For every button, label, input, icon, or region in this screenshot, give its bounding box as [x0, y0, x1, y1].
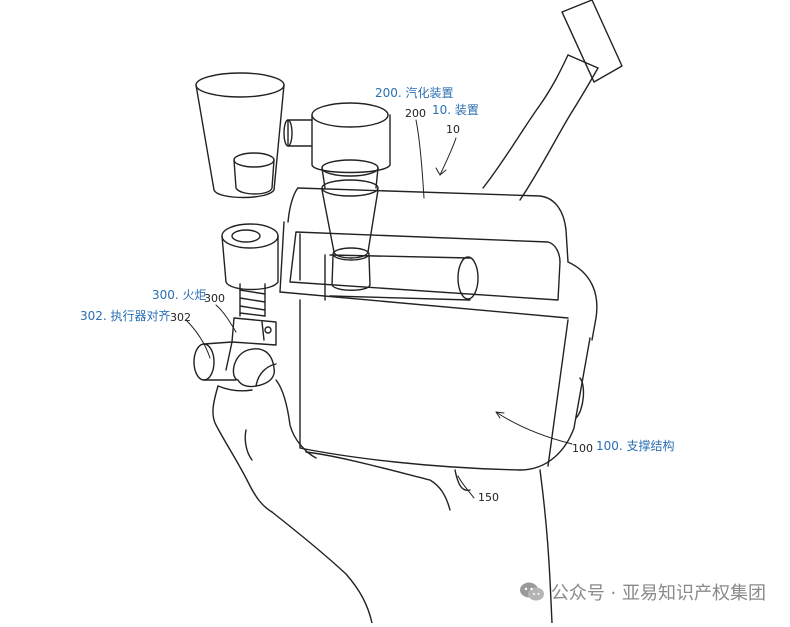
mouthpiece-tube: [482, 0, 623, 201]
wechat-icon: [519, 582, 544, 601]
callout-torch: 300. 火炬: [152, 288, 207, 302]
support-structure: [279, 187, 598, 492]
vaporizer-device: [283, 102, 391, 291]
ref-label-100: 100: [572, 442, 593, 455]
torch-cup: [195, 72, 285, 199]
callout-actuator-alignment: 302. 执行器对齐: [80, 309, 171, 323]
callout-device: 10. 装置: [432, 103, 479, 117]
callout-vaporizer-device: 200. 汽化装置: [375, 86, 454, 100]
ref-label-302: 302: [170, 311, 191, 324]
lead-lines: [185, 119, 573, 499]
hand: [212, 348, 553, 624]
ref-label-200: 200: [405, 107, 426, 120]
callout-support-structure: 100. 支撑结构: [596, 439, 675, 453]
torch: [193, 223, 279, 381]
watermark-text: 公众号 · 亚易知识产权集团: [550, 583, 766, 604]
ref-label-10: 10: [446, 123, 460, 136]
ref-label-300: 300: [204, 292, 225, 305]
ref-label-150: 150: [478, 491, 499, 504]
watermark: 公众号 · 亚易知识产权集团: [519, 579, 766, 605]
